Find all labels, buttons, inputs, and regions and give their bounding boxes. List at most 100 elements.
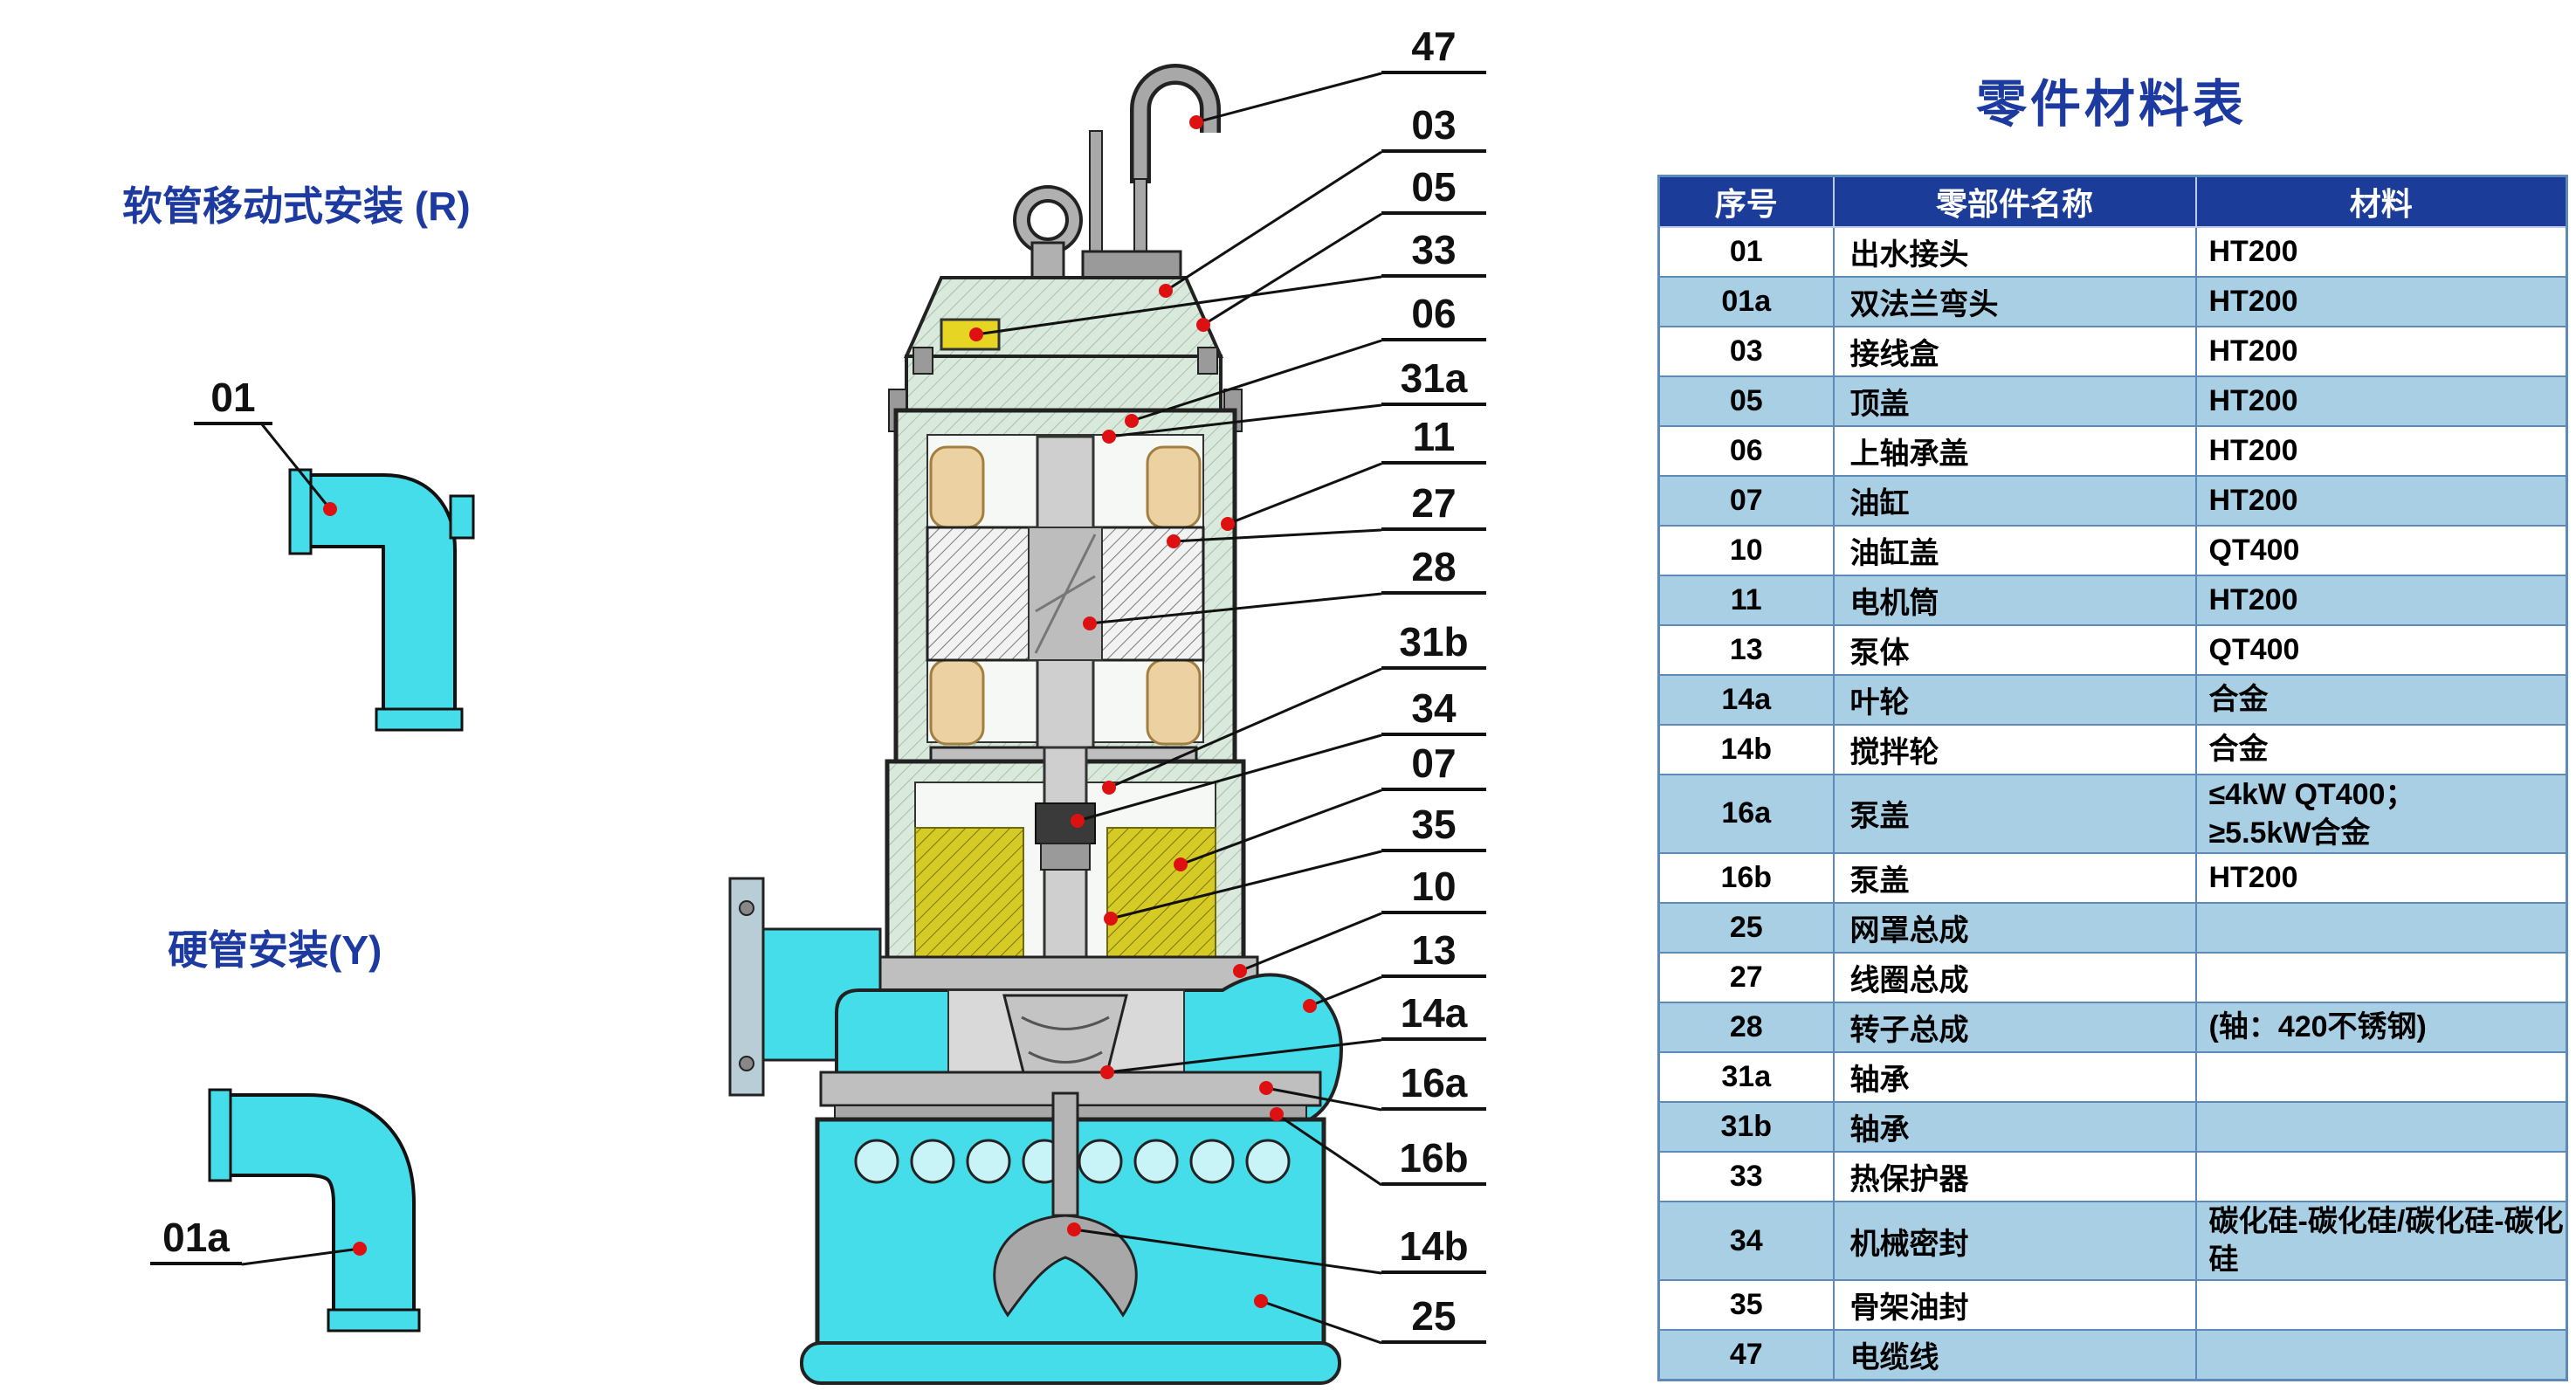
bolt [1197, 347, 1218, 375]
impeller-vane [1028, 1050, 1103, 1064]
col-header-no: 序号 [1657, 175, 1835, 228]
leader-line-01a [241, 1247, 361, 1266]
leader-line-10 [1239, 912, 1382, 973]
stator-winding [929, 445, 985, 529]
cell-name: 转子总成 [1832, 1001, 2197, 1053]
cell-material: ≤4kW QT400； ≥5.5kW合金 [2194, 773, 2568, 854]
cell-name: 上轴承盖 [1832, 424, 2197, 477]
leader-dot [1259, 1081, 1273, 1095]
cell-name: 出水接头 [1832, 225, 2197, 278]
leader-line-33 [975, 275, 1382, 336]
leader-line-31a [1108, 403, 1382, 438]
callout-31a: 31a [1381, 356, 1486, 406]
flange-bolt [739, 1056, 754, 1071]
callout-03: 03 [1381, 103, 1486, 153]
cell-material [2194, 1150, 2568, 1202]
callout-33: 33 [1381, 228, 1486, 278]
cell-material: HT200 [2194, 325, 2568, 377]
junction-box-housing [905, 355, 1223, 412]
leader-line-34 [1077, 733, 1382, 823]
leader-dot [1067, 1222, 1081, 1236]
leader-line-25 [1260, 1299, 1382, 1345]
cell-material: 合金 [2194, 673, 2568, 726]
leader-dot [1303, 999, 1317, 1013]
agitator-shaft [1051, 1091, 1079, 1217]
cell-name: 油缸盖 [1832, 524, 2197, 576]
leader-dot [1189, 115, 1203, 129]
pipe-install-title: 硬管安装(Y) [168, 927, 382, 973]
cell-material: HT200 [2194, 225, 2568, 278]
leader-dot [353, 1242, 367, 1256]
leader-dot [1071, 814, 1085, 828]
lifting-eye-base [1030, 241, 1065, 281]
cell-no: 10 [1657, 524, 1835, 576]
cell-name: 轴承 [1832, 1050, 2197, 1103]
bolt [913, 347, 933, 375]
elbow-01a-drawing [208, 1088, 421, 1332]
cell-no: 27 [1657, 951, 1835, 1003]
leader-line-13 [1309, 975, 1382, 1008]
leader-line-14b [1073, 1228, 1382, 1275]
callout-16a: 16a [1381, 1061, 1486, 1111]
leader-dot [969, 327, 983, 341]
callout-31b: 31b [1381, 620, 1486, 670]
leader-dot [1167, 534, 1181, 548]
strainer-hole [1245, 1139, 1291, 1184]
cell-no: 01a [1657, 275, 1835, 327]
cell-material [2194, 1050, 2568, 1103]
oil-chamber-cover [871, 955, 1259, 992]
cell-no: 33 [1657, 1150, 1835, 1202]
col-header-name: 零部件名称 [1832, 175, 2197, 228]
cell-name: 机械密封 [1832, 1200, 2197, 1282]
callout-05: 05 [1381, 165, 1486, 215]
cell-name: 热保护器 [1832, 1150, 2197, 1202]
cell-name: 轴承 [1832, 1100, 2197, 1153]
leader-dot [323, 502, 337, 516]
leader-dot [1125, 414, 1139, 428]
leader-line-47 [1195, 72, 1382, 124]
cell-name: 泵盖 [1832, 773, 2197, 854]
cell-material [2194, 901, 2568, 954]
oil-fill [914, 827, 1024, 958]
cell-material: HT200 [2194, 275, 2568, 327]
stator-winding [1146, 658, 1202, 746]
leader-line-27 [1173, 528, 1382, 543]
cell-no: 35 [1657, 1279, 1835, 1332]
cell-name: 骨架油封 [1832, 1279, 2197, 1332]
cell-no: 16a [1657, 773, 1835, 854]
parts-table-title: 零件材料表 [1975, 76, 2247, 133]
cell-no: 14b [1657, 723, 1835, 775]
cell-material: HT200 [2194, 851, 2568, 904]
cell-no: 05 [1657, 375, 1835, 427]
cell-name: 泵盖 [1832, 851, 2197, 904]
mechanical-seal [1035, 802, 1096, 844]
stator-winding [929, 658, 985, 746]
cell-material [2194, 1279, 2568, 1332]
stator-winding [1146, 445, 1202, 529]
impeller-vane [1021, 1016, 1110, 1030]
cell-material: (轴：420不锈钢) [2194, 1001, 2568, 1053]
callout-10: 10 [1381, 864, 1486, 914]
leader-dot [1196, 318, 1210, 332]
leader-line-16a [1265, 1086, 1382, 1112]
cell-name: 双法兰弯头 [1832, 275, 2197, 327]
callout-28: 28 [1381, 545, 1486, 595]
callout-16b: 16b [1381, 1136, 1486, 1186]
cell-name: 电机筒 [1832, 574, 2197, 626]
strainer-hole [966, 1139, 1011, 1184]
leader-line-28 [1089, 592, 1382, 625]
